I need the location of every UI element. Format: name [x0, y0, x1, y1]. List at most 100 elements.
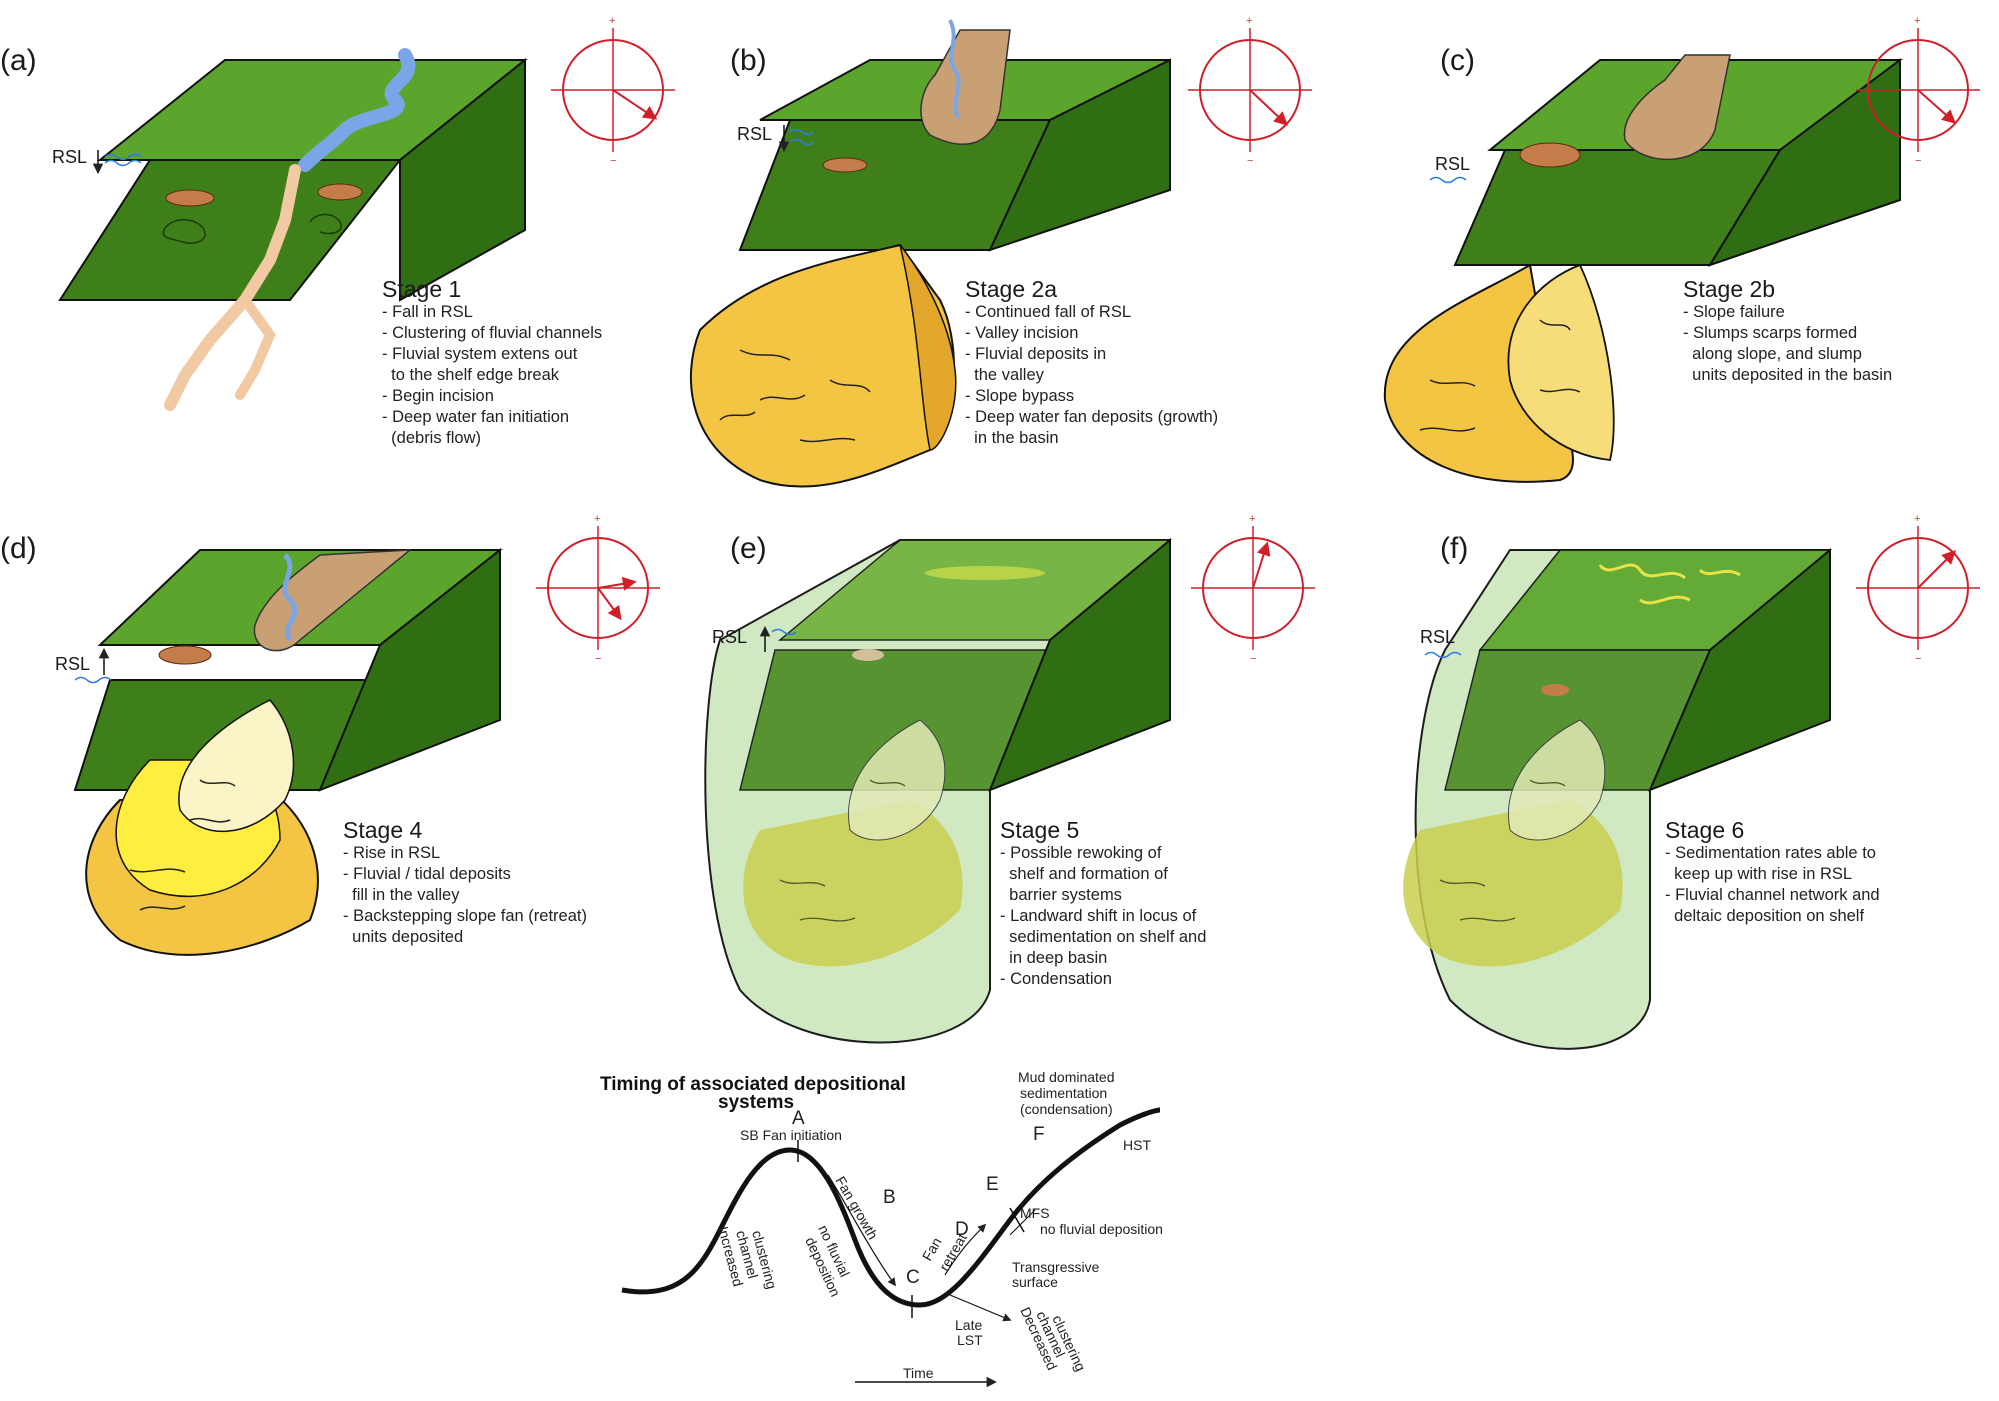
- river-channel: [298, 48, 416, 172]
- panel-letter: (f): [1440, 532, 1468, 565]
- timing-title: Timing of associated depositional: [600, 1074, 906, 1095]
- svg-text:- Backstepping slope fan (retr: - Backstepping slope fan (retreat): [343, 907, 587, 925]
- hst-label: HST: [1123, 1137, 1151, 1153]
- stage-title: Stage 6: [1665, 817, 1744, 843]
- panel-letter: (a): [0, 44, 37, 77]
- slump-scar: [822, 157, 868, 173]
- stage-description: - Sedimentation rates able to keep up wi…: [1665, 844, 1880, 925]
- svg-text:+: +: [1249, 513, 1255, 525]
- svg-text:keep up with rise in RSL: keep up with rise in RSL: [1665, 865, 1852, 883]
- compass-dial: + −: [536, 513, 660, 665]
- marker-b: B: [883, 1187, 896, 1208]
- mfs-label: MFS: [1020, 1205, 1050, 1221]
- svg-text:- Deep water fan initiation: - Deep water fan initiation: [382, 408, 569, 426]
- shelf-right-face: [988, 537, 1171, 792]
- backstep-fan-lobe-upper: [178, 699, 295, 832]
- svg-text:- Slumps scarps formed: - Slumps scarps formed: [1683, 324, 1857, 342]
- shelf-right-face: [1648, 547, 1831, 792]
- time-label: Time: [903, 1365, 934, 1381]
- panel-letter: (d): [0, 532, 37, 565]
- svg-text:shelf and formation of: shelf and formation of: [1000, 865, 1168, 883]
- svg-text:- Valley incision: - Valley incision: [965, 324, 1078, 342]
- svg-text:+: +: [594, 513, 600, 525]
- svg-text:- Fluvial / tidal deposits: - Fluvial / tidal deposits: [343, 865, 511, 883]
- stage-title: Stage 2b: [1683, 276, 1775, 302]
- rsl-label: RSL: [1435, 154, 1470, 174]
- mfs-note: no fluvial deposition: [1040, 1221, 1163, 1237]
- stage-title: Stage 5: [1000, 817, 1079, 843]
- svg-text:surface: surface: [1012, 1274, 1058, 1290]
- incised-valley: [1623, 54, 1731, 161]
- svg-text:+: +: [1246, 15, 1252, 27]
- panel-letter: (e): [730, 532, 767, 565]
- panel-letter: (c): [1440, 44, 1475, 77]
- rsl-label: RSL: [52, 147, 87, 167]
- marker-a: A: [792, 1108, 805, 1129]
- rsl-label: RSL: [712, 627, 747, 647]
- rsl-label: RSL: [737, 124, 772, 144]
- shelf-right-face: [988, 58, 1171, 252]
- shelf-right-face: [399, 57, 526, 302]
- svg-text:sedimentation on shelf and: sedimentation on shelf and: [1000, 928, 1206, 946]
- svg-text:- Fall in RSL: - Fall in RSL: [382, 303, 473, 321]
- svg-text:- Possible rewoking of: - Possible rewoking of: [1000, 844, 1162, 862]
- svg-text:−: −: [1915, 155, 1921, 167]
- panel-d: (d) RSL + − Stage 4 - Rise in RSL - Fluv…: [0, 513, 660, 956]
- svg-text:- Fluvial channel network and: - Fluvial channel network and: [1665, 886, 1880, 904]
- slump-scar: [1519, 142, 1581, 168]
- svg-text:barrier systems: barrier systems: [1000, 886, 1122, 904]
- timing-title-2: systems: [718, 1092, 794, 1113]
- compass-dial: + −: [1856, 513, 1980, 665]
- slump-scar: [852, 649, 884, 661]
- svg-text:along slope, and slump: along slope, and slump: [1683, 345, 1862, 363]
- svg-text:- Slope failure: - Slope failure: [1683, 303, 1785, 321]
- svg-text:fill in the valley: fill in the valley: [343, 886, 460, 904]
- svg-text:−: −: [1915, 653, 1921, 665]
- svg-text:−: −: [1247, 155, 1253, 167]
- svg-text:- Fluvial system extens out: - Fluvial system extens out: [382, 345, 578, 363]
- svg-text:−: −: [1250, 653, 1256, 665]
- compass-dial: + −: [551, 15, 675, 167]
- svg-text:- Landward shift in locus of: - Landward shift in locus of: [1000, 907, 1197, 925]
- svg-text:(condensation): (condensation): [1020, 1101, 1113, 1117]
- shelf-right-face: [318, 547, 501, 792]
- rsl-label: RSL: [1420, 627, 1455, 647]
- svg-text:LST: LST: [957, 1332, 983, 1348]
- river-channel: [282, 553, 298, 642]
- marker-d: D: [955, 1219, 969, 1240]
- marker-f: F: [1033, 1124, 1045, 1145]
- compass-dial: + −: [1856, 15, 1980, 167]
- marker-c: C: [906, 1267, 920, 1288]
- svg-text:deltaic deposition on shelf: deltaic deposition on shelf: [1665, 907, 1864, 925]
- compass-dial: + −: [1191, 513, 1315, 665]
- drowned-fan-upper: [848, 719, 946, 841]
- svg-text:(debris flow): (debris flow): [382, 429, 481, 447]
- timing-diagram: Timing of associated depositional system…: [600, 1069, 1163, 1388]
- late-lst-label: Late: [955, 1317, 982, 1333]
- transgressive-surface-label: Transgressive: [1012, 1259, 1100, 1275]
- panel-b: (b) RSL + − Stage 2a - Continued fall of…: [689, 15, 1312, 488]
- svg-text:to the shelf edge break: to the shelf edge break: [382, 366, 560, 384]
- svg-text:units deposited in the basin: units deposited in the basin: [1683, 366, 1892, 384]
- mud-dominated-label: Mud dominated: [1018, 1069, 1115, 1085]
- stage-description: - Slope failure - Slumps scarps formed a…: [1683, 303, 1892, 384]
- svg-text:- Rise in RSL: - Rise in RSL: [343, 844, 440, 862]
- svg-text:- Fluvial deposits in: - Fluvial deposits in: [965, 345, 1106, 363]
- stage-title: Stage 2a: [965, 276, 1057, 302]
- svg-text:- Continued fall of RSL: - Continued fall of RSL: [965, 303, 1131, 321]
- svg-text:−: −: [595, 653, 601, 665]
- svg-text:- Sedimentation rates able to: - Sedimentation rates able to: [1665, 844, 1876, 862]
- slump-scar: [165, 189, 215, 207]
- panel-c: (c) RSL + − Stage 2b - Slope failure - S…: [1383, 15, 1980, 483]
- deepwater-fan-lobe: [899, 244, 957, 451]
- panel-letter: (b): [730, 44, 767, 77]
- slump-scar: [158, 645, 212, 665]
- river-channel: [948, 19, 961, 119]
- slump-fan-lobe: [1507, 263, 1615, 461]
- svg-text:the valley: the valley: [965, 366, 1045, 384]
- svg-text:- Clustering of fluvial channe: - Clustering of fluvial channels: [382, 324, 602, 342]
- panel-e: (e) RSL + − Stage 5 - Possible rewoking …: [704, 513, 1315, 1044]
- stage-title: Stage 4: [343, 817, 422, 843]
- svg-text:sedimentation: sedimentation: [1020, 1085, 1107, 1101]
